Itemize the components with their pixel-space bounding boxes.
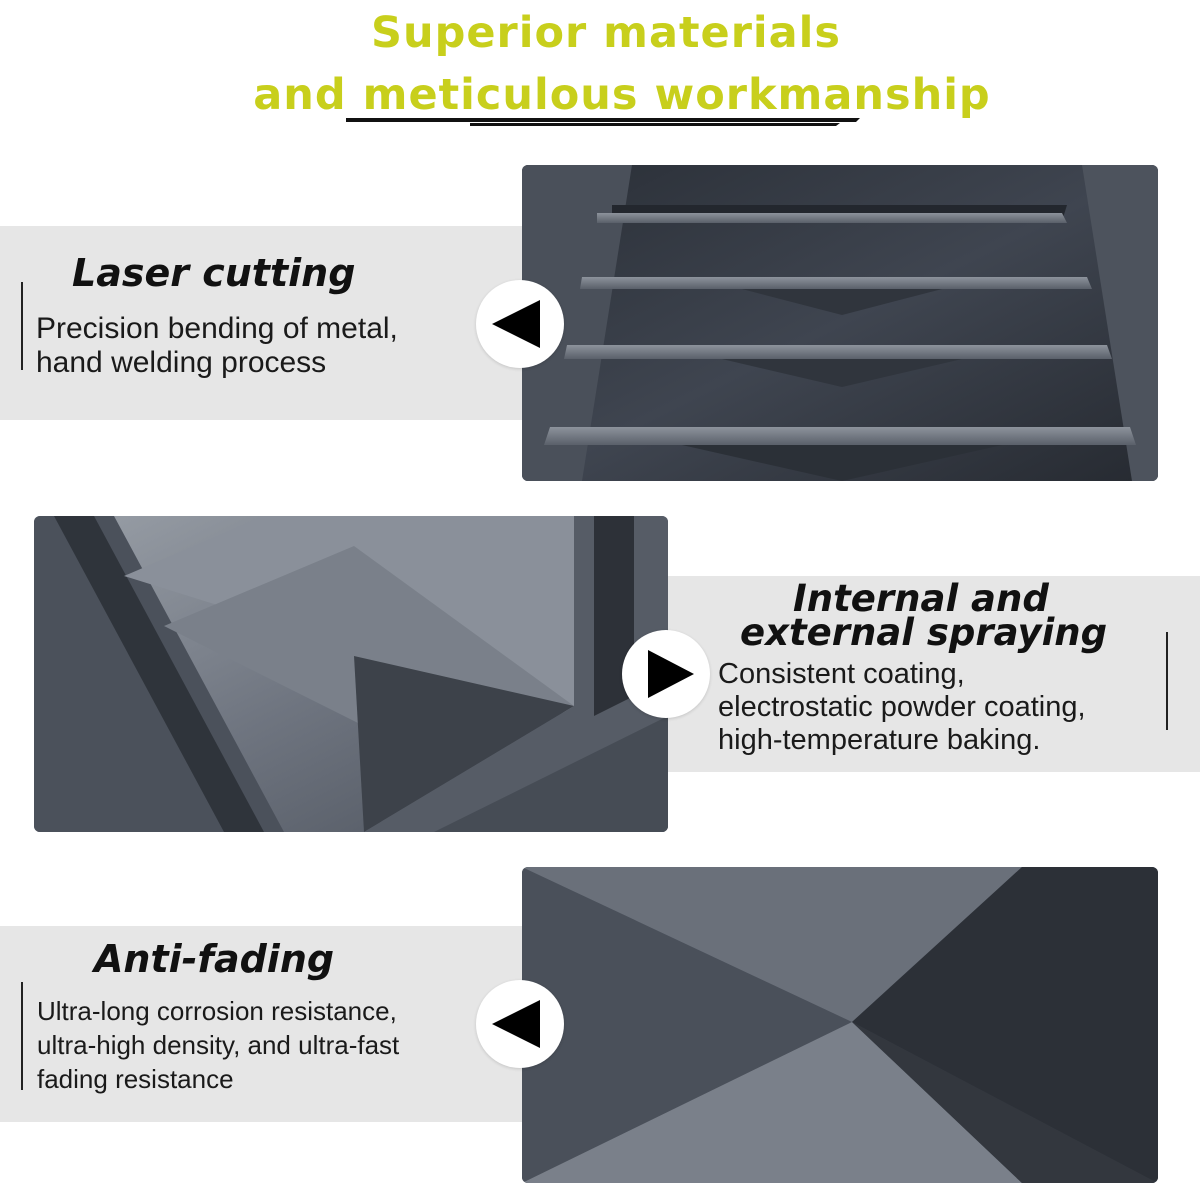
feature-2-description: Consistent coating, electrostatic powder…	[718, 658, 1086, 756]
arrow-button-3[interactable]	[476, 980, 564, 1068]
arrow-left-icon	[492, 1000, 540, 1048]
feature-2-bar	[1166, 632, 1168, 730]
photo-laser-cutting	[522, 165, 1158, 481]
photo-anti-fading	[522, 867, 1158, 1183]
arrow-button-1[interactable]	[476, 280, 564, 368]
arrow-left-icon	[492, 300, 540, 348]
feature-3-bar	[21, 982, 23, 1090]
headline-underline	[346, 118, 860, 126]
arrow-right-icon	[648, 650, 694, 698]
feature-band-3	[0, 926, 532, 1122]
feature-band-1	[0, 226, 532, 420]
feature-1-title: Laser cutting	[72, 251, 356, 295]
photo-spraying	[34, 516, 668, 832]
feature-band-2	[660, 576, 1200, 772]
arrow-button-2[interactable]	[622, 630, 710, 718]
feature-3-description: Ultra-long corrosion resistance, ultra-h…	[37, 996, 400, 1094]
feature-3-title: Anti-fading	[94, 937, 335, 981]
headline-line-2: and meticulous workmanship	[253, 70, 991, 120]
headline-line-1: Superior materials	[370, 8, 842, 58]
feature-2-title-line-2: external spraying	[740, 611, 1108, 654]
feature-1-bar	[21, 282, 23, 370]
feature-1-description: Precision bending of metal, hand welding…	[36, 312, 398, 379]
feature-2-title-line-1: Internal and	[793, 577, 1049, 620]
